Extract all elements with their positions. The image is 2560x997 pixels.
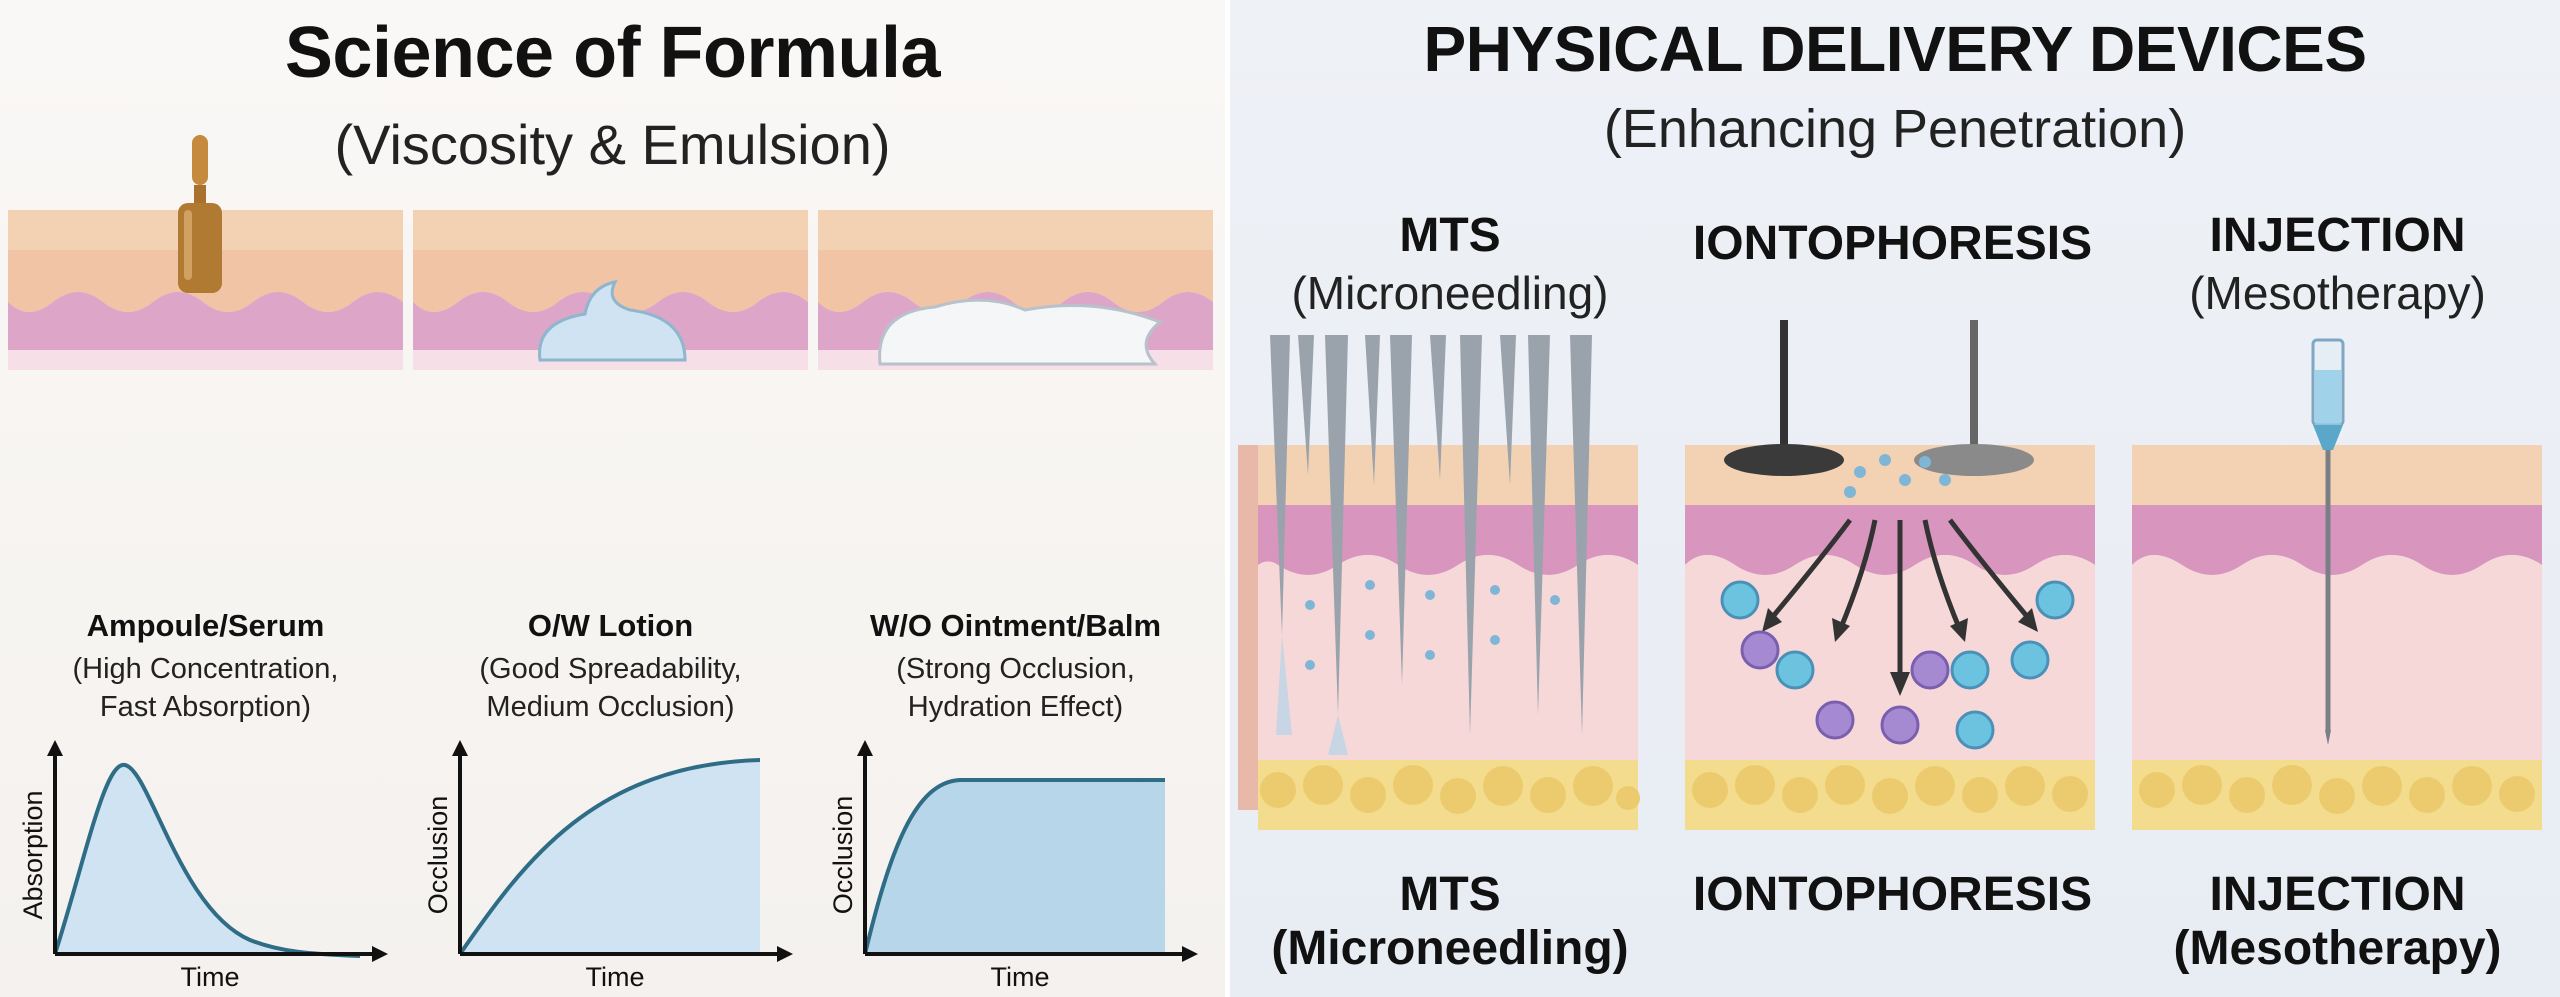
skin-block-injection xyxy=(2132,445,2542,830)
formula-subtitle: (Viscosity & Emulsion) xyxy=(334,113,891,176)
formula-desc-lotion-2: Medium Occlusion) xyxy=(486,691,735,723)
formula-name-balm: W/O Ointment/Balm xyxy=(869,608,1162,643)
device-bottom-sub-injection: (Mesotherapy) xyxy=(2173,922,2502,975)
device-bottom-title-iontophoresis: IONTOPHORESIS xyxy=(1692,868,2093,921)
device-top-title-iontophoresis: IONTOPHORESIS xyxy=(1692,217,2093,270)
devices-panel: PHYSICAL DELIVERY DEVICES (Enhancing Pen… xyxy=(1230,0,2560,997)
chart-absorption: Absorption Time xyxy=(18,740,388,992)
syringe-icon xyxy=(2311,338,2345,745)
chart-absorption-xlabel: Time xyxy=(181,962,240,992)
device-bottom-title-injection: INJECTION xyxy=(2209,868,2466,921)
chart-lotion-occlusion: Occlusion Time xyxy=(423,740,793,992)
formula-name-ampoule: Ampoule/Serum xyxy=(86,608,325,643)
cream-dollop-icon xyxy=(538,279,687,362)
chart-balm-occlusion: Occlusion Time xyxy=(828,740,1198,992)
formula-desc-ampoule-2: Fast Absorption) xyxy=(99,691,312,723)
chart-balm-xlabel: Time xyxy=(991,962,1050,992)
devices-title: PHYSICAL DELIVERY DEVICES xyxy=(1423,13,2368,85)
formula-desc-balm-1: (Strong Occlusion, xyxy=(896,653,1135,685)
chart-lotion-ylabel: Occlusion xyxy=(423,796,453,915)
device-top-title-injection: INJECTION xyxy=(2209,209,2466,262)
formula-panel: Science of Formula (Viscosity & Emulsion… xyxy=(0,0,1225,997)
formula-desc-balm-2: Hydration Effect) xyxy=(907,691,1124,723)
formula-name-lotion: O/W Lotion xyxy=(527,608,694,643)
chart-balm-ylabel: Occlusion xyxy=(828,796,858,915)
formula-desc-ampoule-1: (High Concentration, xyxy=(72,653,339,685)
formula-title: Science of Formula xyxy=(284,13,941,93)
device-top-title-mts: MTS xyxy=(1399,209,1501,262)
device-top-sub-mts: (Microneedling) xyxy=(1291,267,1609,319)
device-bottom-sub-mts: (Microneedling) xyxy=(1271,922,1629,975)
panel-divider xyxy=(1225,0,1230,997)
microneedle-icon xyxy=(1270,335,1592,755)
chart-absorption-ylabel: Absorption xyxy=(18,790,48,919)
formula-desc-lotion-1: (Good Spreadability, xyxy=(479,653,742,685)
chart-lotion-xlabel: Time xyxy=(586,962,645,992)
device-top-sub-injection: (Mesotherapy) xyxy=(2189,267,2486,319)
device-bottom-title-mts: MTS xyxy=(1399,868,1501,921)
electrode-icon xyxy=(1720,320,2075,750)
devices-subtitle: (Enhancing Penetration) xyxy=(1603,99,2187,159)
ampoule-icon xyxy=(178,135,222,293)
balm-icon xyxy=(878,298,1163,366)
